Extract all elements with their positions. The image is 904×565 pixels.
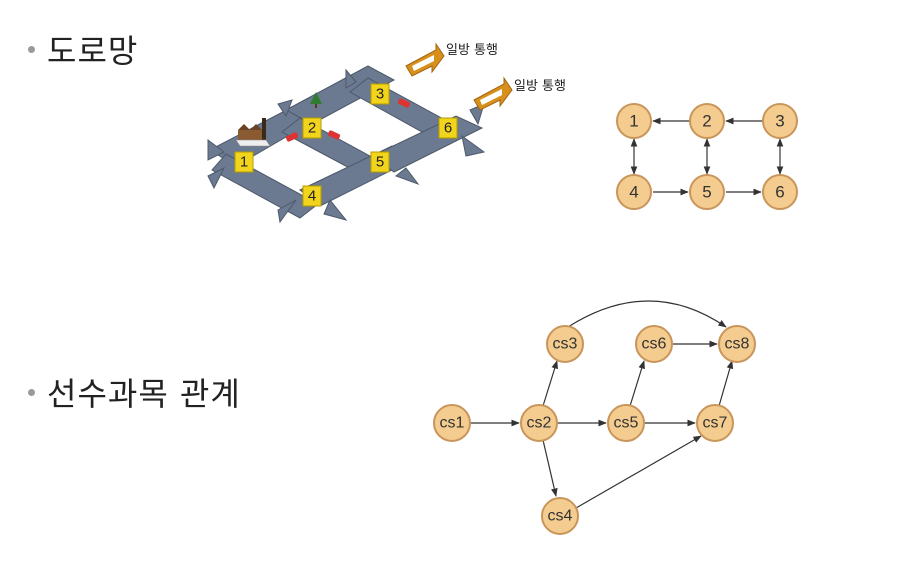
- svg-text:cs3: cs3: [553, 336, 578, 353]
- svg-text:2: 2: [702, 112, 711, 131]
- svg-text:cs4: cs4: [548, 508, 573, 525]
- one-way-arrow-icon: [405, 42, 445, 77]
- edge-cs4-cs7: [575, 435, 702, 509]
- bullet-dot: [28, 388, 35, 396]
- svg-text:2: 2: [308, 120, 316, 137]
- course-node-cs8: cs8: [718, 325, 756, 363]
- course-node-cs3: cs3: [546, 325, 584, 363]
- bullet-prerequisite: 선수과목 관계: [28, 369, 241, 415]
- one-way-label: 일방 통행: [514, 78, 566, 94]
- svg-text:cs7: cs7: [703, 415, 728, 432]
- svg-text:3: 3: [376, 86, 384, 103]
- section-title-road-network: 도로망: [47, 32, 139, 70]
- edge-cs7-cs8: [718, 360, 734, 407]
- svg-text:4: 4: [629, 183, 638, 202]
- course-node-cs2: cs2: [520, 404, 558, 442]
- course-node-cs7: cs7: [696, 404, 734, 442]
- intersection-5: 5: [370, 151, 390, 173]
- edge-cs5-cs6: [629, 360, 645, 407]
- course-node-cs5: cs5: [607, 404, 645, 442]
- svg-text:cs8: cs8: [725, 336, 750, 353]
- course-node-cs1: cs1: [433, 404, 471, 442]
- svg-text:cs1: cs1: [440, 415, 465, 432]
- svg-text:cs5: cs5: [614, 415, 639, 432]
- svg-text:6: 6: [775, 183, 784, 202]
- road-corner: [461, 134, 486, 157]
- road-map-illustration: 일방 통행 일방 통행 1 2 3 4 5 6: [207, 42, 566, 224]
- svg-text:3: 3: [775, 112, 784, 131]
- one-way-arrow-icon: [473, 76, 513, 111]
- car-icon: [397, 98, 411, 108]
- svg-text:cs6: cs6: [642, 336, 667, 353]
- road-node-4: 4: [616, 174, 652, 210]
- road-node-2: 2: [689, 103, 725, 139]
- car-icon: [285, 132, 299, 142]
- edge-cs2-cs4: [542, 439, 558, 497]
- road-node-6: 6: [762, 174, 798, 210]
- intersection-6: 6: [438, 117, 458, 139]
- svg-text:6: 6: [444, 120, 452, 137]
- road-corner: [394, 167, 420, 186]
- road-corner: [277, 99, 293, 118]
- svg-text:5: 5: [376, 154, 384, 171]
- intersection-2: 2: [302, 117, 322, 139]
- edge-cs3-cs8: [567, 300, 727, 328]
- course-node-cs4: cs4: [541, 497, 579, 535]
- road-graph: 1 2 3 4 5 6: [616, 103, 798, 210]
- one-way-label: 일방 통행: [446, 42, 498, 58]
- intersection-3: 3: [370, 83, 390, 105]
- course-node-cs6: cs6: [635, 325, 673, 363]
- svg-text:4: 4: [308, 188, 316, 205]
- road-corner: [207, 166, 226, 190]
- tree-icon: [310, 92, 322, 108]
- road-node-3: 3: [762, 103, 798, 139]
- road-corner: [277, 199, 297, 224]
- intersection-4: 4: [302, 185, 322, 207]
- intersection-1: 1: [234, 151, 254, 173]
- bullet-dot: [28, 45, 35, 53]
- road-node-1: 1: [616, 103, 652, 139]
- road-corner: [323, 199, 348, 221]
- section-title-prerequisite: 선수과목 관계: [47, 375, 241, 413]
- road-node-5: 5: [689, 174, 725, 210]
- svg-text:1: 1: [629, 112, 638, 131]
- course-graph: cs1 cs2 cs3 cs4 cs5 cs6 cs7 cs8: [433, 300, 756, 535]
- car-icon: [327, 130, 341, 140]
- edge-cs2-cs3: [542, 360, 558, 407]
- road-segment: [211, 153, 319, 219]
- bullet-road-network: 도로망: [28, 26, 138, 72]
- svg-text:1: 1: [240, 154, 248, 171]
- road-corner: [207, 139, 225, 161]
- road-corner: [345, 68, 357, 89]
- factory-icon: [235, 118, 271, 147]
- svg-text:5: 5: [702, 183, 711, 202]
- svg-text:cs2: cs2: [527, 415, 552, 432]
